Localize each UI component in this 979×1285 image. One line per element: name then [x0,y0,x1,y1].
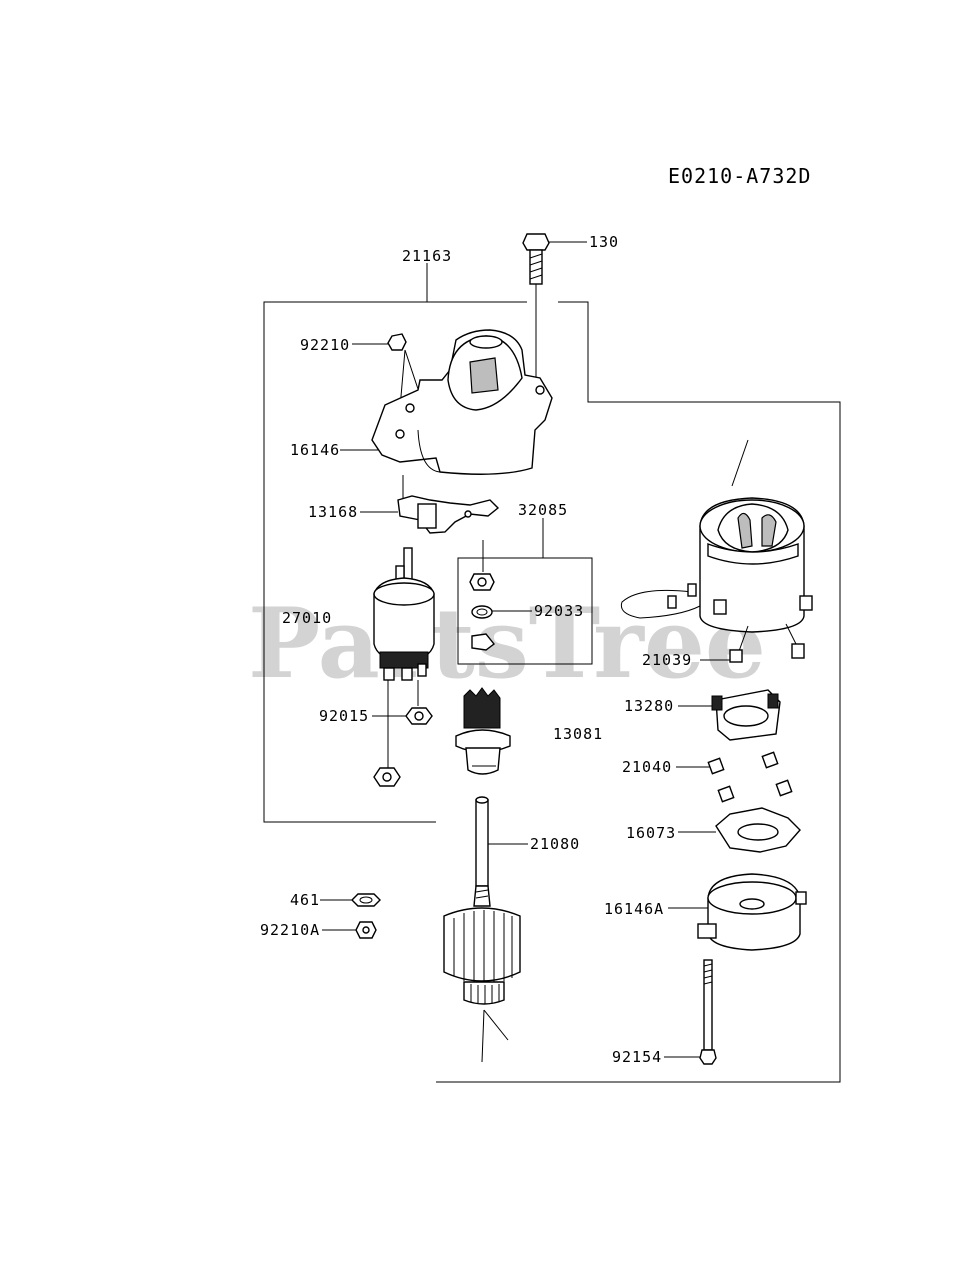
callout-92033: 92033 [534,602,584,620]
callout-92210: 92210 [300,336,350,354]
callout-92210A: 92210A [260,921,320,939]
springs-21040 [676,751,793,803]
armature-21080 [443,796,528,1063]
nut-92210A [322,921,377,939]
callout-21080: 21080 [530,835,580,853]
assembly-outline [263,301,527,823]
plate-16073 [678,807,801,853]
nuts-92015 [372,707,433,787]
callout-27010: 27010 [282,609,332,627]
bolt-130 [522,233,587,392]
kit-32085-box [457,557,593,665]
solenoid-27010 [373,547,435,770]
washer-461 [320,893,381,907]
callout-92015: 92015 [319,707,369,725]
pinion-13081 [455,687,511,775]
front-cover-16146 [340,329,553,475]
assembly-outline-right [436,301,841,1083]
callout-21040: 21040 [622,758,672,776]
kit-parts-32085 [469,540,532,651]
diagram-code: E0210-A732D [668,164,811,188]
callout-21039: 21039 [642,651,692,669]
through-bolt-92154 [664,959,717,1065]
shift-lever-13168 [360,475,500,534]
callout-13280: 13280 [624,697,674,715]
callout-130: 130 [589,233,619,251]
callout-92154: 92154 [612,1048,662,1066]
callout-32085: 32085 [518,501,568,519]
callout-16146: 16146 [290,441,340,459]
watermark-text: PartsTree [248,587,766,700]
rear-cover-16146A [668,873,807,951]
callout-16146A: 16146A [604,900,664,918]
callout-16073: 16073 [626,824,676,842]
callout-461: 461 [290,891,320,909]
callout-13168: 13168 [308,503,358,521]
callout-21163: 21163 [402,247,452,265]
brush-holder-13280 [678,689,781,741]
yoke-21039 [620,439,813,663]
callout-13081: 13081 [553,725,603,743]
nut-92210 [352,333,421,409]
